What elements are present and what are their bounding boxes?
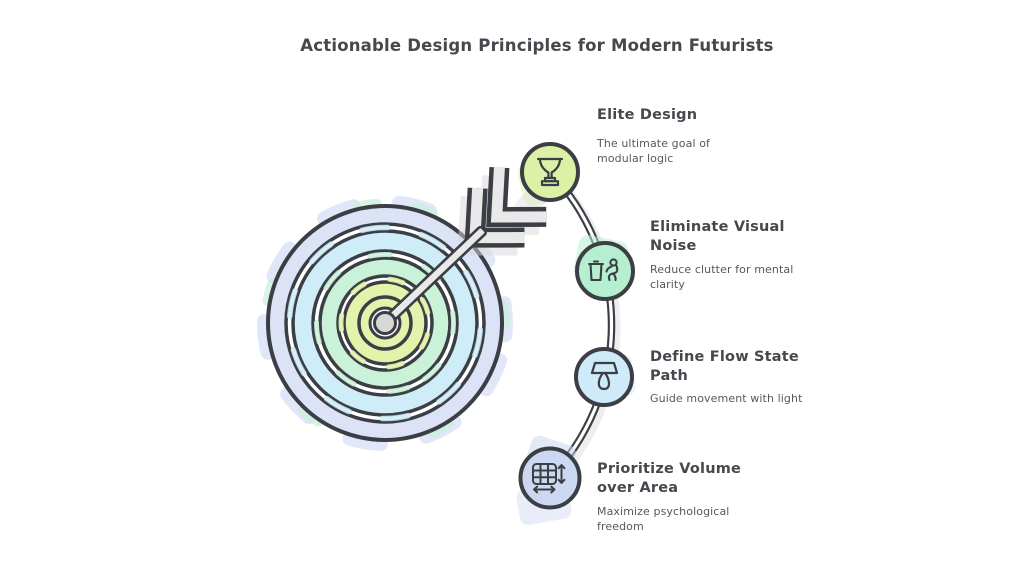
desc-line: Guide movement with light [650,392,803,405]
step-heading: Eliminate Visual Noise [650,218,870,256]
step-text-elite-design: Elite Design The ultimate goal of modula… [597,106,817,165]
step-circle-3 [574,347,634,407]
target-gap-bleed-blue [286,224,484,422]
desc-line: Reduce clutter for mental [650,263,794,276]
step-circle-1 [520,142,580,202]
connector-core [548,170,614,480]
desc-line: modular logic [597,152,674,165]
step-text-prioritize-volume-over-area: Prioritize Volume over Area Maximize psy… [597,460,817,533]
heading-line: Define Flow State [650,349,799,365]
arrow-impact-dot [373,311,397,335]
heading-line: Prioritize Volume [597,461,742,477]
page-title: Actionable Design Principles for Modern … [300,36,774,55]
desc-line: Maximize psychological [597,505,730,518]
heading-line: over Area [597,480,679,496]
lamp-icon [590,361,619,391]
target-gap-bleed-mint [314,252,456,394]
grid-resize-icon [532,463,566,494]
desc-line: The ultimate goal of [597,137,710,150]
step-node-3 [574,347,634,407]
step-node-2 [575,241,635,301]
target-gap-bleed-yellow [338,276,432,370]
trophy-icon [536,157,564,187]
step-circle-2 [575,241,635,301]
step-heading: Prioritize Volume over Area [597,460,817,498]
desc-line: freedom [597,520,644,533]
desc-line: clarity [650,278,685,291]
step-heading: Define Flow State Path [650,348,870,386]
arrow-fletching [464,167,547,248]
heading-line: Noise [650,238,697,254]
heading-line: Elite Design [597,107,698,123]
step-node-4 [518,446,582,510]
heading-line: Path [650,368,689,384]
step-description: Maximize psychological freedom [597,504,729,534]
trash-icon [587,258,619,282]
step-description: Reduce clutter for mental clarity [650,262,793,292]
step-heading: Elite Design [597,106,817,125]
step-text-define-flow-state-path: Define Flow State Path Guide movement wi… [650,348,870,405]
step-text-eliminate-visual-noise: Eliminate Visual Noise Reduce clutter fo… [650,218,870,291]
step-description: The ultimate goal of modular logic [597,136,710,166]
step-description: Guide movement with light [650,391,803,406]
connector-path [547,169,621,485]
connector-outline [547,169,616,481]
arrow-illustration [373,167,547,335]
step-node-1 [520,142,580,202]
heading-line: Eliminate Visual [650,219,785,235]
